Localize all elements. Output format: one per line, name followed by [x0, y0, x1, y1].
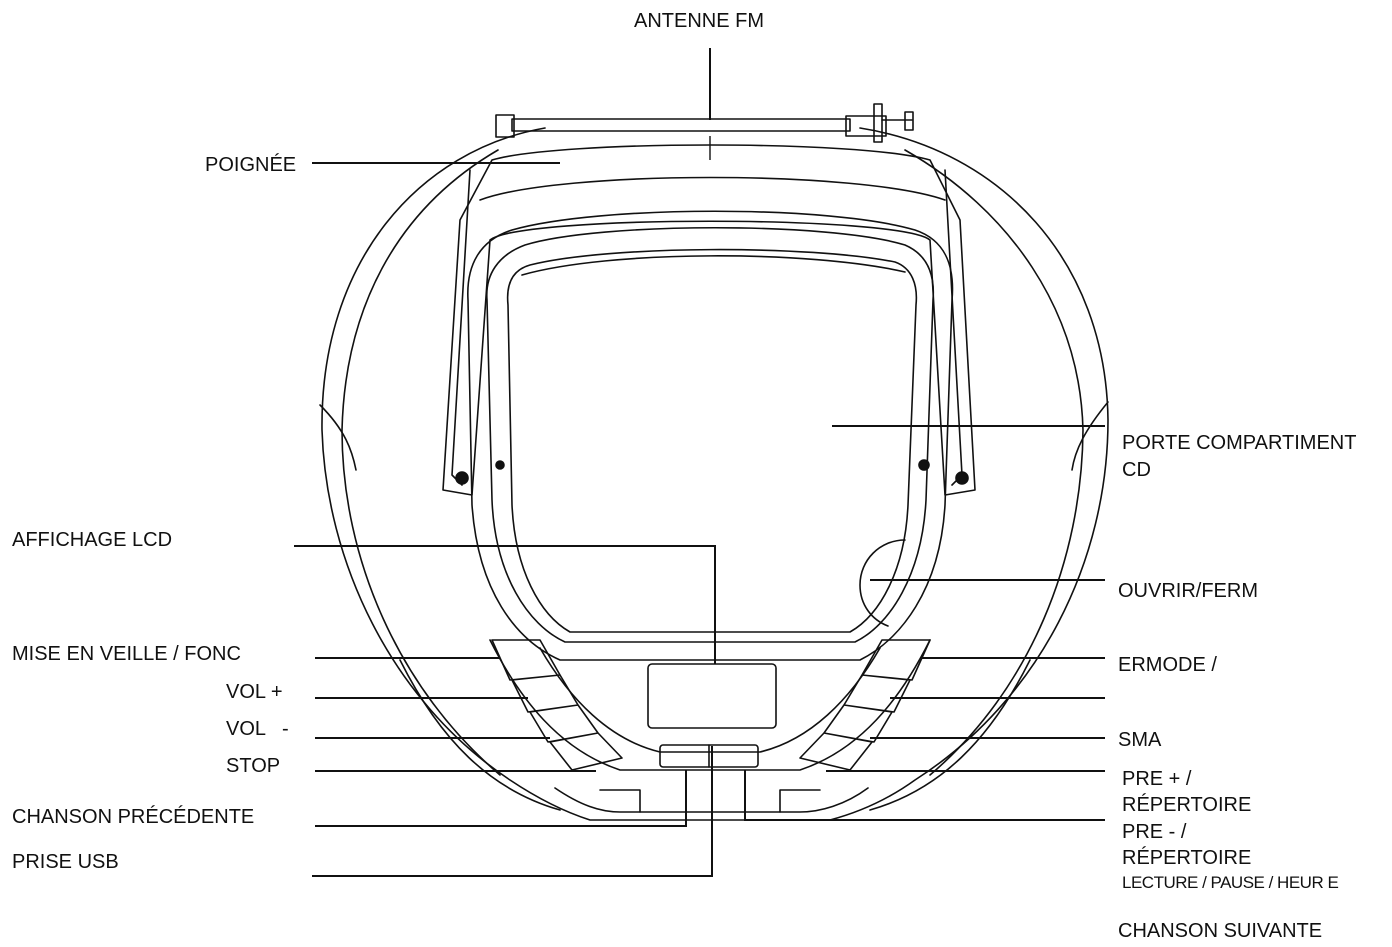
right-buttons: [799, 639, 931, 771]
label-chanson-precedente: CHANSON PRÉCÉDENTE: [12, 806, 255, 828]
label-antenne-fm: ANTENNE FM: [634, 10, 764, 32]
leader-usb: [312, 746, 713, 877]
cd-door: [506, 248, 918, 633]
handle-inner-top: [479, 176, 946, 201]
panel-outer: [489, 639, 931, 771]
cd-door-top: [521, 255, 906, 276]
lower-right-curve: [869, 659, 1031, 811]
label-ouvrir-ferm: OUVRIR/FERM: [1118, 580, 1258, 602]
cd-frame-mid: [486, 226, 935, 643]
cd-frame-outer: [467, 210, 954, 661]
label-ermode: ERMODE /: [1118, 654, 1217, 676]
label-pre-plus: PRE + /: [1122, 768, 1192, 790]
label-sma: SMA: [1118, 729, 1162, 751]
open-close-button: [859, 539, 906, 627]
handle-outer: [442, 144, 976, 496]
panel-bottom: [554, 787, 869, 813]
label-lecture-pause: LECTURE / PAUSE / HEUR E: [1122, 873, 1339, 892]
label-pre-minus: PRE - /: [1122, 821, 1187, 843]
label-pre-plus-repertoire: RÉPERTOIRE: [1122, 794, 1252, 816]
label-chanson-suivante: CHANSON SUIVANTE: [1118, 920, 1323, 942]
body-inner-left: [341, 149, 501, 776]
label-vol-plus: VOL +: [226, 681, 283, 703]
label-affichage-lcd: AFFICHAGE LCD: [12, 529, 173, 551]
leader-pre-minus: [744, 770, 1105, 821]
body-right-rim: [1071, 401, 1109, 471]
label-poignee: POIGNÉE: [205, 154, 297, 176]
device-outline: [319, 103, 1109, 821]
leader-lines: [294, 48, 1105, 877]
body-left-rim: [319, 404, 357, 471]
label-mise-en-veille: MISE EN VEILLE / FONC: [12, 643, 241, 665]
label-pre-minus-repertoire: RÉPERTOIRE: [1122, 847, 1252, 869]
leader-precedente: [315, 770, 687, 827]
body-inner-right: [904, 149, 1084, 776]
label-porte-cd: CD: [1122, 459, 1151, 481]
lcd-screen: [647, 663, 777, 729]
left-buttons: [491, 639, 623, 771]
label-vol-minus: VOL -: [226, 718, 289, 740]
label-stop: STOP: [226, 755, 281, 777]
label-porte-compartiment: PORTE COMPARTIMENT: [1122, 432, 1357, 454]
label-prise-usb: PRISE USB: [12, 851, 119, 873]
body-outer: [321, 127, 1109, 821]
leader-lcd: [294, 545, 716, 664]
lower-left-curve: [399, 659, 561, 811]
antenna: [495, 103, 914, 143]
